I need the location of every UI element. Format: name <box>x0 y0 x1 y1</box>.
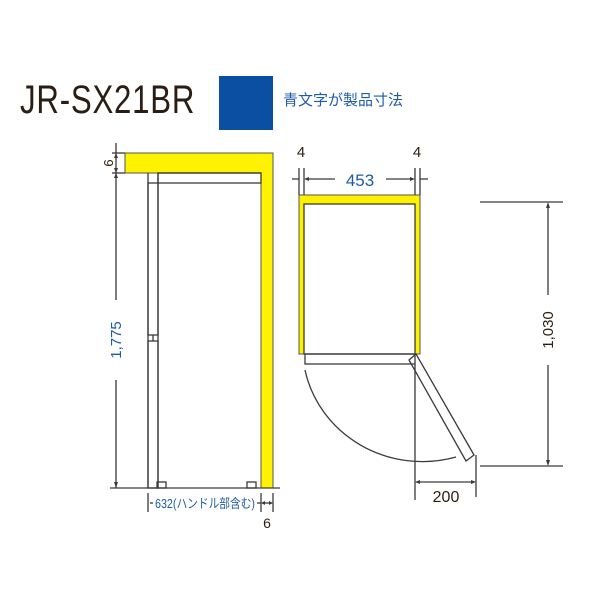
top-width-dim: 453 <box>346 171 374 190</box>
side-back-clearance: 6 <box>263 515 271 531</box>
top-right-clearance: 4 <box>413 144 421 161</box>
side-view <box>110 143 280 512</box>
door-open-depth-dim: 1,030 <box>540 311 557 349</box>
clearance-zone-side <box>124 152 274 489</box>
door-swing-offset-dim: 200 <box>433 489 460 506</box>
side-depth-dim: 632(ハンドル部含む) <box>155 496 255 511</box>
model-title: JR-SX21BR <box>20 78 196 122</box>
side-height-dim: 1,775 <box>108 321 125 359</box>
side-top-clearance: 9 <box>101 159 116 166</box>
top-view <box>292 168 563 500</box>
clearance-zone-top <box>298 194 421 355</box>
legend-swatch <box>219 76 273 130</box>
legend-text: 青文字が製品寸法 <box>283 91 404 109</box>
top-left-clearance: 4 <box>297 144 305 161</box>
